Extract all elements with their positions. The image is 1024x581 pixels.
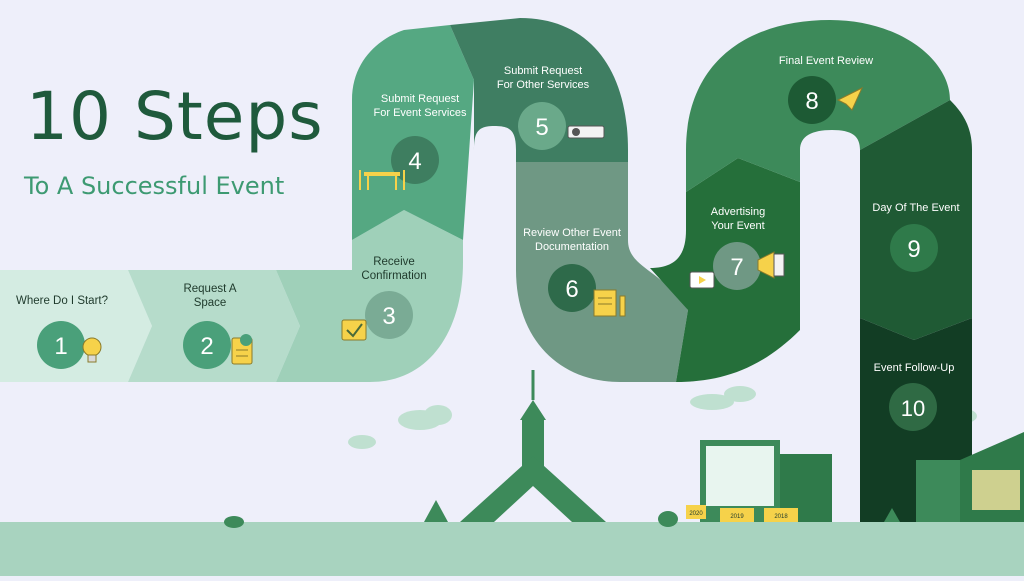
step-10-label: Event Follow-Up: [874, 362, 955, 374]
year-sign: [686, 505, 706, 519]
projector-icon: [567, 125, 605, 139]
page-subtitle: To A Successful Event: [24, 172, 285, 200]
step-8-panel: Final Event Review 8: [686, 20, 950, 192]
year-sign: [764, 508, 798, 522]
step-10-badge: [889, 383, 937, 431]
video-icon: [689, 271, 715, 289]
step-1-panel: Where Do I Start? 1: [0, 270, 152, 382]
step-8-badge: [788, 76, 836, 124]
step-1-shape: [0, 270, 152, 382]
table-chairs-icon: [359, 170, 405, 190]
step-8-label: Final Event Review: [779, 55, 873, 67]
checkbox-icon: [341, 319, 367, 341]
step-3-shape: [276, 210, 463, 382]
lightbulb-icon: [82, 337, 102, 363]
cloud: [690, 394, 734, 410]
step-3-badge: [365, 291, 413, 339]
office-building-illustration: 2020 2019 2018: [686, 440, 832, 522]
cloud: [424, 405, 452, 425]
chapel-illustration: [460, 370, 606, 522]
step-1-badge: [37, 321, 85, 369]
step-4-number: 4: [408, 148, 421, 175]
step-9-number: 9: [907, 236, 920, 263]
step-2-number: 2: [200, 333, 213, 360]
paper-plane-icon: [836, 86, 864, 111]
step-9-panel: Day Of The Event 9: [860, 100, 972, 340]
step-9-shape: [860, 100, 972, 340]
step-7-badge: [713, 242, 761, 290]
step-3-number: 3: [382, 303, 395, 330]
year-sign-text: 2020: [689, 511, 703, 517]
step-7-number: 7: [730, 254, 743, 281]
step-5-badge: [518, 102, 566, 150]
step-10-number: 10: [901, 396, 925, 421]
apartment-building-illustration: [916, 432, 1024, 522]
step-1-number: 1: [54, 333, 67, 360]
trees: [224, 500, 900, 528]
year-sign-text: 2018: [774, 514, 788, 520]
step-2-badge: [183, 321, 231, 369]
page-title: 10 Steps: [26, 78, 324, 155]
year-sign: [720, 508, 754, 522]
step-1-label: Where Do I Start?: [16, 295, 108, 307]
cloud: [348, 435, 376, 449]
clipboard-check-icon: [231, 334, 253, 365]
ground: [0, 522, 1024, 576]
year-sign-text: 2019: [730, 514, 744, 520]
megaphone-icon: [757, 251, 785, 279]
documents-pencil-icon: [593, 289, 626, 317]
step-4-shape: [352, 25, 474, 240]
step-5-number: 5: [535, 114, 548, 141]
step-6-shape: [516, 162, 688, 382]
step-6-badge: [548, 264, 596, 312]
cloud: [724, 386, 756, 402]
step-9-badge: [890, 224, 938, 272]
step-9-label: Day Of The Event: [872, 202, 959, 214]
step-8-number: 8: [805, 88, 818, 115]
background-scenery: [0, 386, 1024, 576]
step-6-number: 6: [565, 276, 578, 303]
